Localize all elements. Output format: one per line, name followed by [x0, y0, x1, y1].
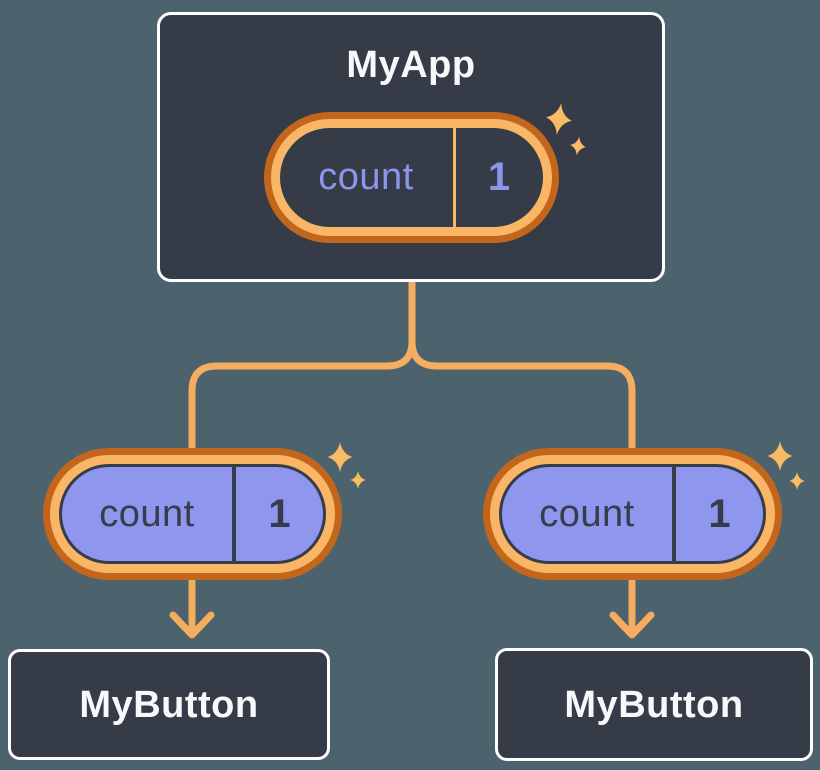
state-pill-right: count 1: [483, 448, 782, 580]
component-box-mybutton-left: MyButton: [8, 649, 330, 760]
state-pill-root: count 1: [263, 112, 559, 243]
component-title: MyApp: [346, 44, 476, 86]
state-pill-ring: count 1: [490, 455, 775, 573]
arrow-left: [169, 573, 215, 639]
pill-divider: [672, 467, 676, 561]
component-title: MyButton: [564, 683, 744, 726]
pill-divider: [452, 128, 456, 227]
arrow-right: [609, 573, 655, 639]
state-value: 1: [268, 491, 291, 536]
pill-divider: [232, 467, 236, 561]
fork-line-right: [408, 277, 636, 456]
state-value: 1: [708, 491, 731, 536]
state-pill-left: count 1: [43, 448, 342, 580]
state-name: count: [318, 156, 414, 198]
component-box-myapp: MyApp count 1: [157, 12, 665, 282]
state-pill-ring: count 1: [270, 119, 552, 236]
fork-line-left: [188, 277, 416, 456]
component-box-mybutton-right: MyButton: [495, 648, 813, 761]
state-name: count: [99, 492, 195, 535]
state-name: count: [539, 492, 635, 535]
component-title: MyButton: [79, 683, 259, 726]
state-value: 1: [487, 155, 511, 199]
state-pill-ring: count 1: [50, 455, 335, 573]
